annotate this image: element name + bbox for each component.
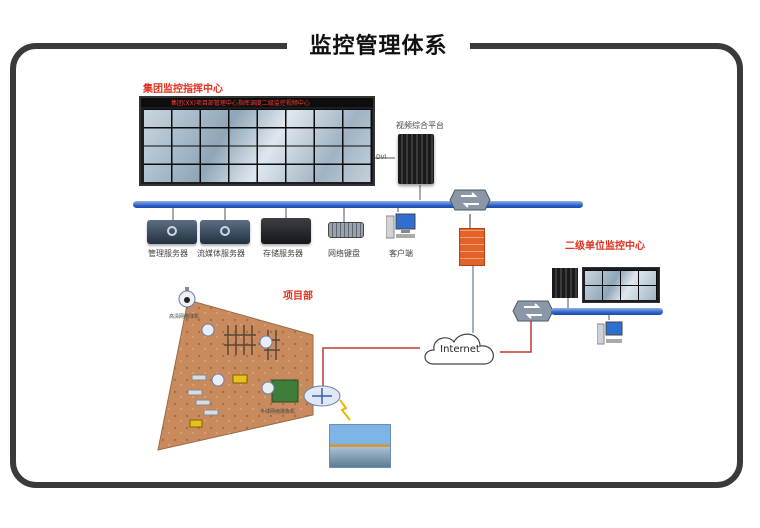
internet-label: Internet bbox=[440, 344, 480, 355]
dome-camera-icon bbox=[261, 381, 275, 395]
excavator-icon bbox=[232, 374, 248, 384]
internet-cloud: Internet bbox=[420, 326, 500, 372]
device-label: 管理服务器 bbox=[148, 249, 188, 258]
cloud-icon bbox=[424, 333, 494, 365]
management-server-icon bbox=[147, 220, 197, 244]
project-label: 项目部 bbox=[283, 291, 313, 302]
building-photo bbox=[329, 424, 391, 468]
ptz-camera-label: 高清网络球机 bbox=[169, 314, 200, 320]
dome-camera-icon bbox=[201, 323, 215, 337]
branch-network-bus bbox=[551, 308, 663, 315]
branch-nvr-icon bbox=[552, 268, 578, 298]
internet-branch-link bbox=[500, 320, 532, 353]
device-label: 存储服务器 bbox=[263, 249, 303, 258]
core-switch bbox=[449, 186, 491, 214]
roller-icon bbox=[189, 419, 203, 428]
device-label: 流媒体服务器 bbox=[197, 249, 245, 258]
site-office-icon bbox=[271, 379, 299, 403]
dome-camera-icon bbox=[211, 373, 225, 387]
video-wall: 集团(XX)项目部管理中心指挥调度二级监控视频中心 bbox=[139, 96, 375, 186]
video-platform-label: 视频综合平台 bbox=[396, 121, 444, 130]
video-wall-screens bbox=[144, 109, 372, 182]
video-wall-banner-bar: 集团(XX)项目部管理中心指挥调度二级监控视频中心 bbox=[141, 98, 373, 107]
page-title: 监控管理体系 bbox=[309, 34, 448, 59]
wireless-bolt bbox=[339, 399, 351, 421]
pipes bbox=[187, 374, 219, 416]
device-label: 网络键盘 bbox=[328, 249, 360, 258]
hq-label: 集团监控指挥中心 bbox=[143, 84, 223, 95]
branch-video-wall bbox=[582, 267, 660, 303]
branch-switch bbox=[512, 297, 554, 325]
storage-server-icon bbox=[261, 218, 311, 244]
project-internet-link bbox=[322, 347, 420, 390]
hq-network-bus bbox=[133, 201, 583, 208]
title-background bbox=[287, 22, 470, 66]
ptz-camera-icon bbox=[177, 287, 197, 309]
dome-camera-icon bbox=[259, 335, 273, 349]
device-label: 客户端 bbox=[389, 249, 413, 258]
switch-icon bbox=[449, 189, 491, 211]
branch-video-screens bbox=[585, 270, 657, 300]
switch-icon bbox=[512, 300, 554, 322]
video-platform-chassis bbox=[398, 134, 434, 184]
branch-label: 二级单位监控中心 bbox=[565, 241, 645, 252]
wireless-router-icon bbox=[302, 382, 342, 408]
video-wall-banner: 集团(XX)项目部管理中心指挥调度二级监控视频中心 bbox=[171, 100, 310, 107]
firewall-icon bbox=[459, 228, 485, 266]
keyboard-icon bbox=[328, 222, 364, 238]
computer-icon bbox=[385, 212, 416, 242]
construction-site bbox=[157, 299, 314, 451]
branch-computer-icon bbox=[596, 320, 623, 346]
streaming-server-icon bbox=[200, 220, 250, 244]
dome-camera-label: 半球网络摄像机 bbox=[260, 409, 296, 415]
dvi-label: DVI bbox=[376, 154, 387, 161]
